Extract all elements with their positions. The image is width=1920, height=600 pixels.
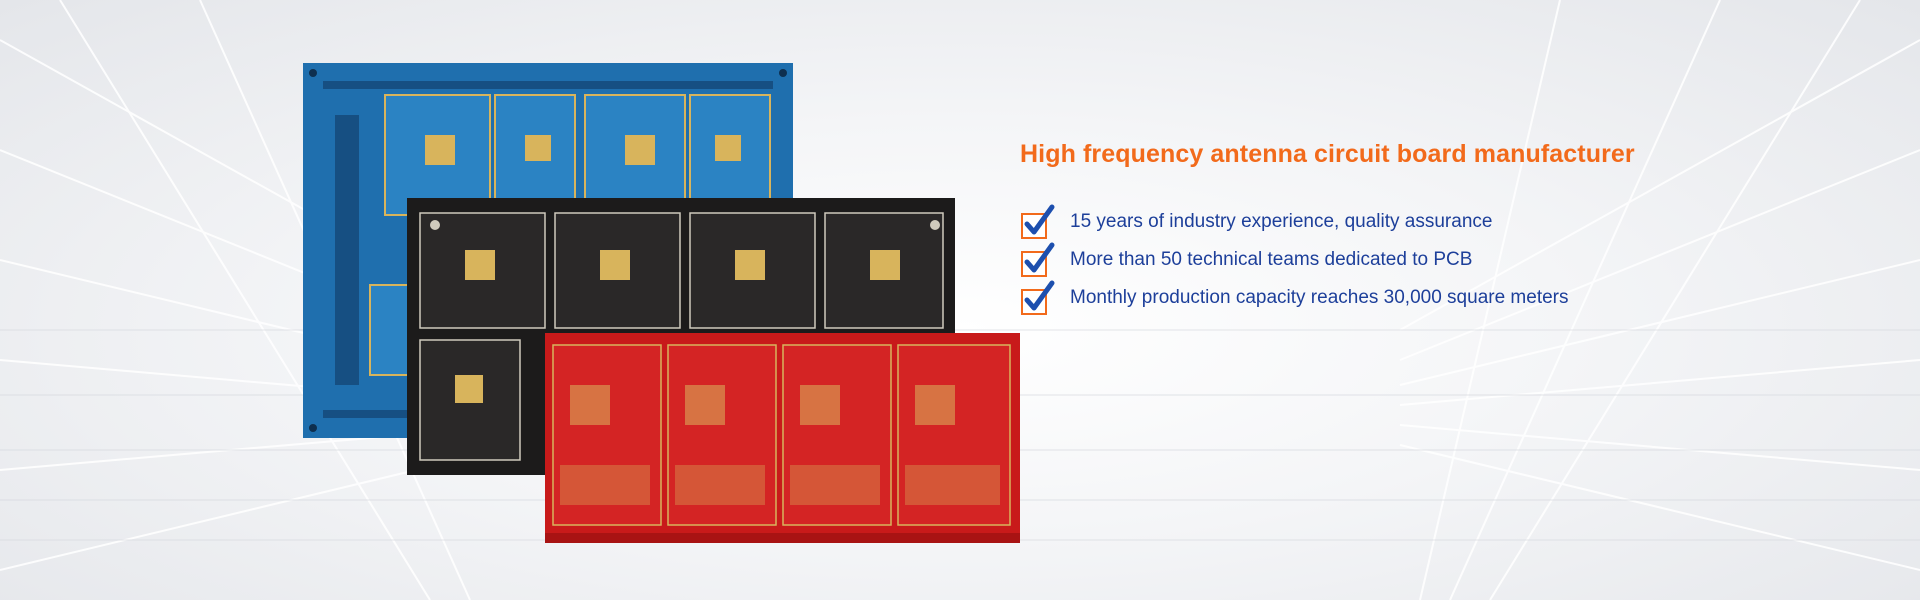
checkbox-checked-icon <box>1021 204 1055 239</box>
feature-item: More than 50 technical teams dedicated t… <box>1020 241 1840 279</box>
banner-headline: High frequency antenna circuit board man… <box>1020 140 1635 168</box>
pcb-boards-image <box>303 63 1020 543</box>
feature-text: More than 50 technical teams dedicated t… <box>1070 249 1473 270</box>
feature-item: 15 years of industry experience, quality… <box>1020 203 1840 241</box>
feature-text: 15 years of industry experience, quality… <box>1070 211 1493 232</box>
checkbox-checked-icon <box>1021 280 1055 315</box>
red-pcb-board <box>545 333 1020 543</box>
banner-content: High frequency antenna circuit board man… <box>1020 140 1840 317</box>
checkbox-checked-icon <box>1021 242 1055 277</box>
feature-text: Monthly production capacity reaches 30,0… <box>1070 287 1569 308</box>
feature-item: Monthly production capacity reaches 30,0… <box>1020 279 1840 317</box>
feature-list: 15 years of industry experience, quality… <box>1020 203 1840 317</box>
